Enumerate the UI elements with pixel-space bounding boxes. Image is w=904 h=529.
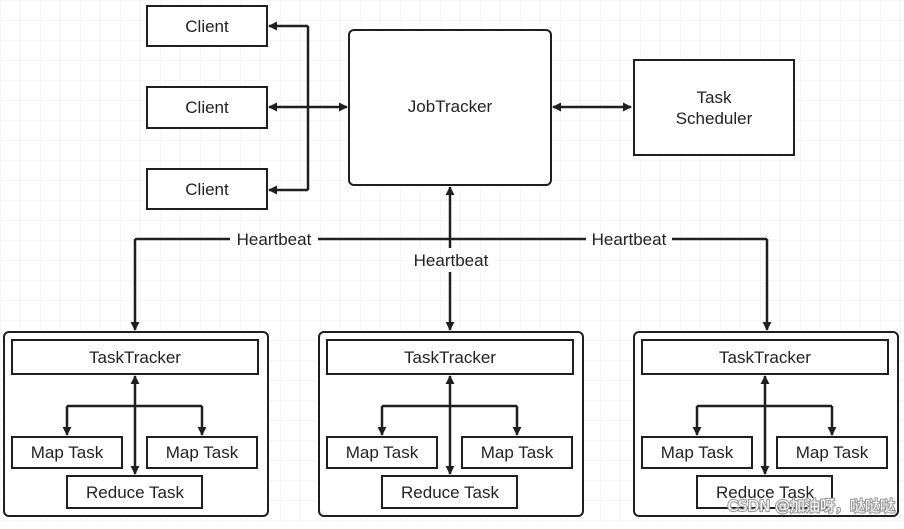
- node-2-connectors: [377, 375, 522, 475]
- client-label-1: Client: [185, 17, 229, 36]
- task-scheduler-label-line-1: Task: [697, 88, 732, 107]
- csdn-watermark: CSDN @加油呀，哒哒哒: [727, 497, 895, 515]
- worker-node-2: TaskTracker Map Task Map Task Reduce Tas…: [318, 331, 584, 517]
- map-task-box-3a: [641, 436, 753, 469]
- heartbeat-label-center: Heartbeat: [414, 251, 489, 270]
- map-task-label-3a: Map Task: [661, 443, 734, 462]
- reduce-task-box-1: [66, 475, 203, 509]
- map-task-label-1b: Map Task: [166, 443, 239, 462]
- jobtracker-box: JobTracker: [348, 29, 552, 186]
- node-1-connectors: [62, 375, 207, 475]
- heartbeat-label-right: Heartbeat: [592, 230, 667, 249]
- tasktracker-label-1: TaskTracker: [89, 348, 181, 367]
- task-scheduler-label-line-2: Scheduler: [676, 109, 753, 128]
- map-task-box-1a: [11, 436, 123, 469]
- tasktracker-box-1: [11, 339, 259, 375]
- map-task-box-1b: [146, 436, 258, 469]
- tasktracker-label-2: TaskTracker: [404, 348, 496, 367]
- reduce-task-label-2: Reduce Task: [401, 483, 499, 502]
- worker-node-1: TaskTracker Map Task Map Task Reduce Tas…: [3, 331, 269, 517]
- client-connectors: [268, 21, 348, 195]
- reduce-task-label-1: Reduce Task: [86, 483, 184, 502]
- task-scheduler-box: Task Scheduler: [633, 59, 795, 156]
- map-task-label-1a: Map Task: [31, 443, 104, 462]
- client-box-1: Client: [146, 5, 268, 47]
- heartbeat-connectors: [130, 186, 772, 331]
- map-task-box-2a: [326, 436, 438, 469]
- client-label-3: Client: [185, 180, 229, 199]
- tasktracker-box-3: [641, 339, 889, 375]
- jobtracker-label: JobTracker: [408, 97, 493, 116]
- heartbeat-label-left: Heartbeat: [237, 230, 312, 249]
- map-task-box-2b: [461, 436, 573, 469]
- reduce-task-label-3: Reduce Task: [716, 483, 814, 502]
- tasktracker-box-2: [326, 339, 574, 375]
- worker-node-3: TaskTracker Map Task Map Task Reduce Tas…: [633, 331, 899, 517]
- map-task-label-3b: Map Task: [796, 443, 869, 462]
- tasktracker-label-3: TaskTracker: [719, 348, 811, 367]
- reduce-task-box-2: [381, 475, 518, 509]
- client-box-3: Client: [146, 168, 268, 210]
- node-3-connectors: [692, 375, 837, 475]
- map-task-label-2b: Map Task: [481, 443, 554, 462]
- map-task-box-3b: [776, 436, 888, 469]
- client-box-2: Client: [146, 86, 268, 129]
- map-task-label-2a: Map Task: [346, 443, 419, 462]
- reduce-task-box-3: [696, 475, 833, 509]
- client-label-2: Client: [185, 98, 229, 117]
